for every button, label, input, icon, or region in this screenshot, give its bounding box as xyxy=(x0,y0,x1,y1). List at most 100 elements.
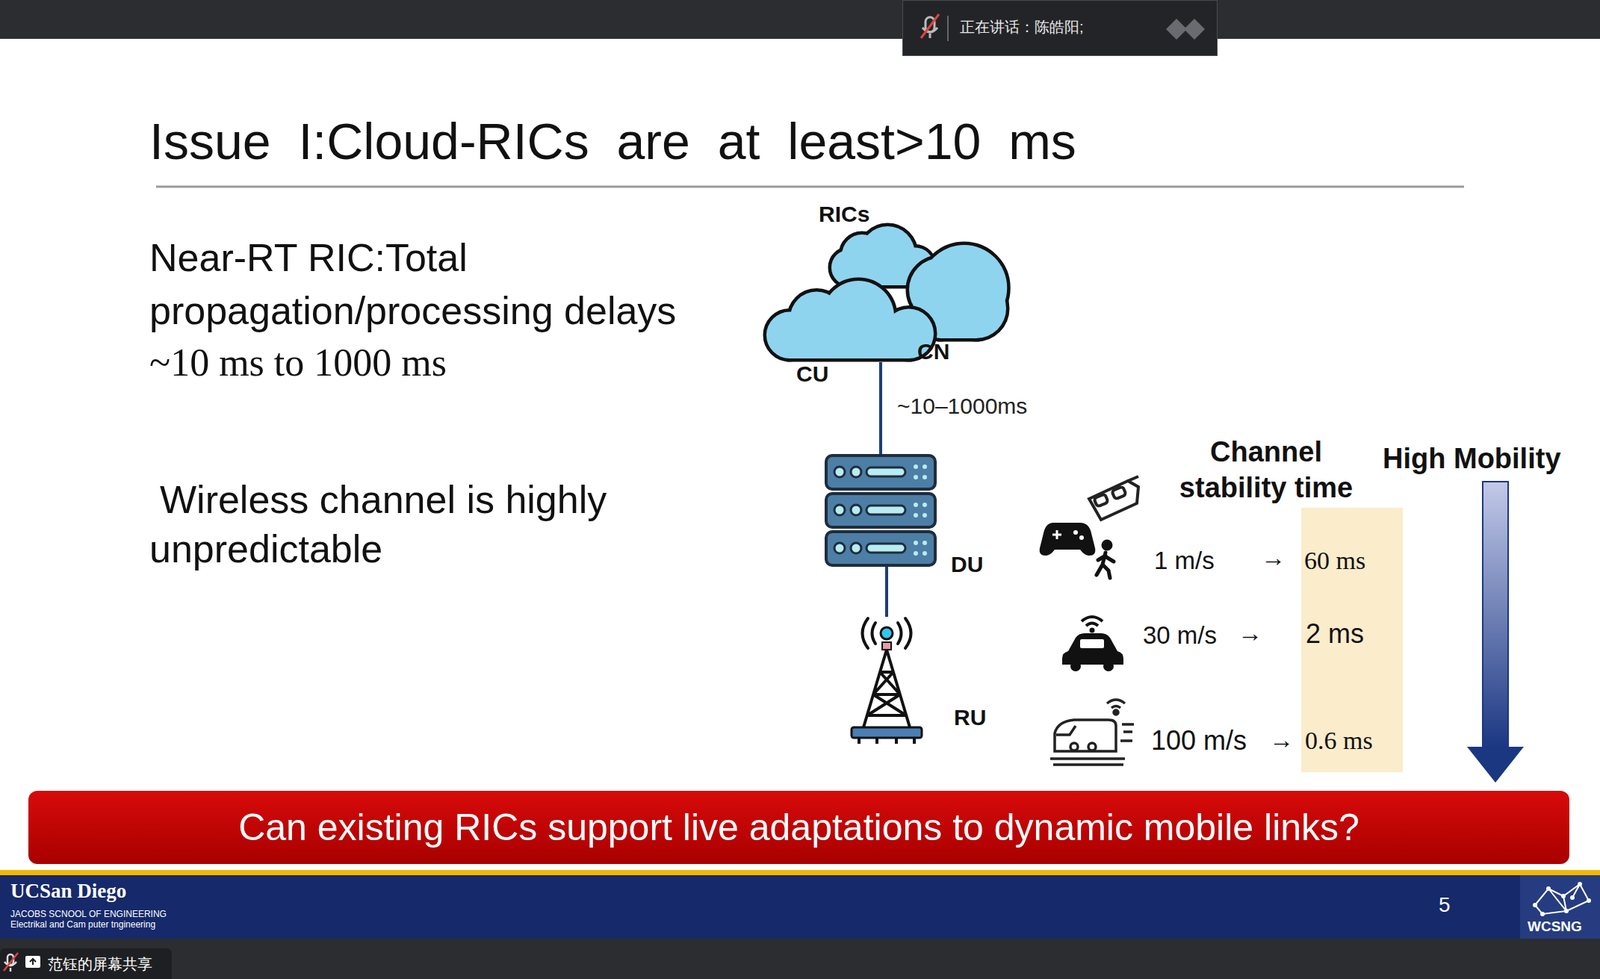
footer-band: UCSan DiegoJACOBS SCNOOL OF ENGINEERINGE… xyxy=(0,875,1600,939)
slide-title: Issue I:Cloud-RICs are at least>10 ms xyxy=(149,112,1077,171)
drawing-part xyxy=(25,956,41,969)
bullet-text: Wireless channel is highly unpredictable xyxy=(149,475,658,574)
car-icon xyxy=(1062,616,1124,672)
drawing-part xyxy=(921,14,939,39)
school-name: JACOBS SCNOOL OF ENGINEERING xyxy=(10,909,167,920)
axis-label: High Mobility xyxy=(1382,442,1562,476)
speed-label: 100 m/s xyxy=(1151,725,1247,757)
drawing-part xyxy=(1535,884,1589,915)
cloud-shape xyxy=(763,209,1010,363)
drawing-part xyxy=(834,466,845,478)
cloud xyxy=(766,280,934,359)
drawing-part xyxy=(882,642,892,650)
drawing-part xyxy=(941,286,978,339)
title-underline xyxy=(156,185,1465,189)
arrow-symbol: → xyxy=(1260,543,1286,573)
connector-line xyxy=(885,566,889,617)
drawing-part xyxy=(1561,894,1566,899)
drawing-part xyxy=(3,953,18,972)
drawing-part xyxy=(922,502,927,508)
lab-logo-text: WCSNG xyxy=(1527,918,1583,936)
time-value: 0.6 ms xyxy=(1304,726,1373,756)
drawing-part xyxy=(866,505,906,515)
question-band: Can existing RICs support live adaptatio… xyxy=(28,791,1570,865)
column-heading: Channel stability time xyxy=(1161,433,1371,506)
drawing-part xyxy=(1546,886,1551,892)
meeting-bottom-bar xyxy=(0,938,1600,979)
drawing-part xyxy=(826,455,936,490)
walking-person-icon xyxy=(1096,541,1114,579)
connector-line xyxy=(879,362,883,455)
drawing-part xyxy=(1586,898,1592,904)
time-value: 2 ms xyxy=(1305,618,1364,650)
drawing-part xyxy=(834,504,845,516)
drawing-part xyxy=(913,540,919,546)
drawing-part xyxy=(29,959,36,966)
drawing-part xyxy=(863,649,910,728)
drawing-part xyxy=(1540,912,1545,917)
drawing-part xyxy=(913,464,919,470)
drawing-part xyxy=(866,543,906,553)
arrow-symbol: → xyxy=(1237,619,1263,648)
drawing-part xyxy=(1577,882,1583,887)
drawing-part xyxy=(1570,895,1575,901)
drawing-part xyxy=(913,551,919,556)
drawing-part xyxy=(922,540,927,546)
speaker-glyph xyxy=(1166,18,1205,40)
share-text: 范钰的屏幕共享 xyxy=(47,954,153,975)
drawing-part xyxy=(1564,909,1569,914)
cloud-label: CU xyxy=(796,361,829,387)
drawing-part xyxy=(922,513,927,518)
high-mobility-arrow xyxy=(1467,481,1524,783)
drawing-part xyxy=(922,475,927,480)
train-icon xyxy=(1050,699,1134,765)
server-icon xyxy=(824,454,937,567)
drawing-part xyxy=(850,543,862,554)
speed-label: 1 m/s xyxy=(1154,546,1215,576)
drawing-part xyxy=(789,315,910,359)
stability-column: Channel stability time60 ms2 ms0.6 ms xyxy=(1301,507,1403,773)
arrow-symbol: → xyxy=(1269,726,1294,755)
drawing-part xyxy=(913,513,919,518)
drawing-part xyxy=(866,467,906,477)
drawing-part xyxy=(826,531,936,566)
footer-gold-line xyxy=(0,870,1600,876)
unit-label: RU xyxy=(953,705,986,731)
drawing-part xyxy=(859,738,915,744)
antenna-tower-icon xyxy=(847,616,927,747)
drawing-part xyxy=(851,727,922,739)
university-name: UCSan Diego xyxy=(10,879,127,904)
drawing-part xyxy=(913,502,919,508)
department-name: Electrikal and Cam puter tngineering xyxy=(10,919,156,930)
speaker-indicator: 正在讲话：陈皓阳; xyxy=(902,0,1218,57)
question-text: Can existing RICs support live adaptatio… xyxy=(238,805,1360,850)
meeting-top-bar xyxy=(0,0,1600,39)
speaker-text: 正在讲话：陈皓阳; xyxy=(959,17,1084,38)
delay-range: ~10 ms to 1000 ms xyxy=(149,340,447,385)
cloud-label: CN xyxy=(917,339,950,365)
screen-share-tab: 范钰的屏幕共享 xyxy=(0,948,172,979)
drawing-part xyxy=(941,286,978,339)
drawing-part xyxy=(789,315,910,359)
drawing-part xyxy=(826,493,936,528)
time-value: 60 ms xyxy=(1304,546,1366,576)
unit-label: DU xyxy=(950,552,984,578)
drawing-part xyxy=(834,543,845,554)
page-number: 5 xyxy=(1438,893,1451,918)
vr-glasses-icon xyxy=(1089,476,1139,520)
drawing-part xyxy=(922,464,927,470)
ric-cloud: RICsCNCU xyxy=(763,209,1010,363)
drawing-part xyxy=(913,475,919,480)
ru-tower: RU xyxy=(847,616,927,747)
drawing-part xyxy=(880,627,893,640)
speed-label: 30 m/s xyxy=(1142,621,1217,650)
drawing-part xyxy=(1532,903,1538,908)
du-server: DU xyxy=(824,454,937,567)
gamepad-icon xyxy=(1039,522,1096,556)
bullet-text: Near-RT RIC:Total propagation/processing… xyxy=(149,231,747,338)
cloud-label: RICs xyxy=(818,201,870,228)
drawing-part xyxy=(850,504,862,516)
drawing-part xyxy=(850,466,862,478)
drawing-part xyxy=(947,15,949,42)
